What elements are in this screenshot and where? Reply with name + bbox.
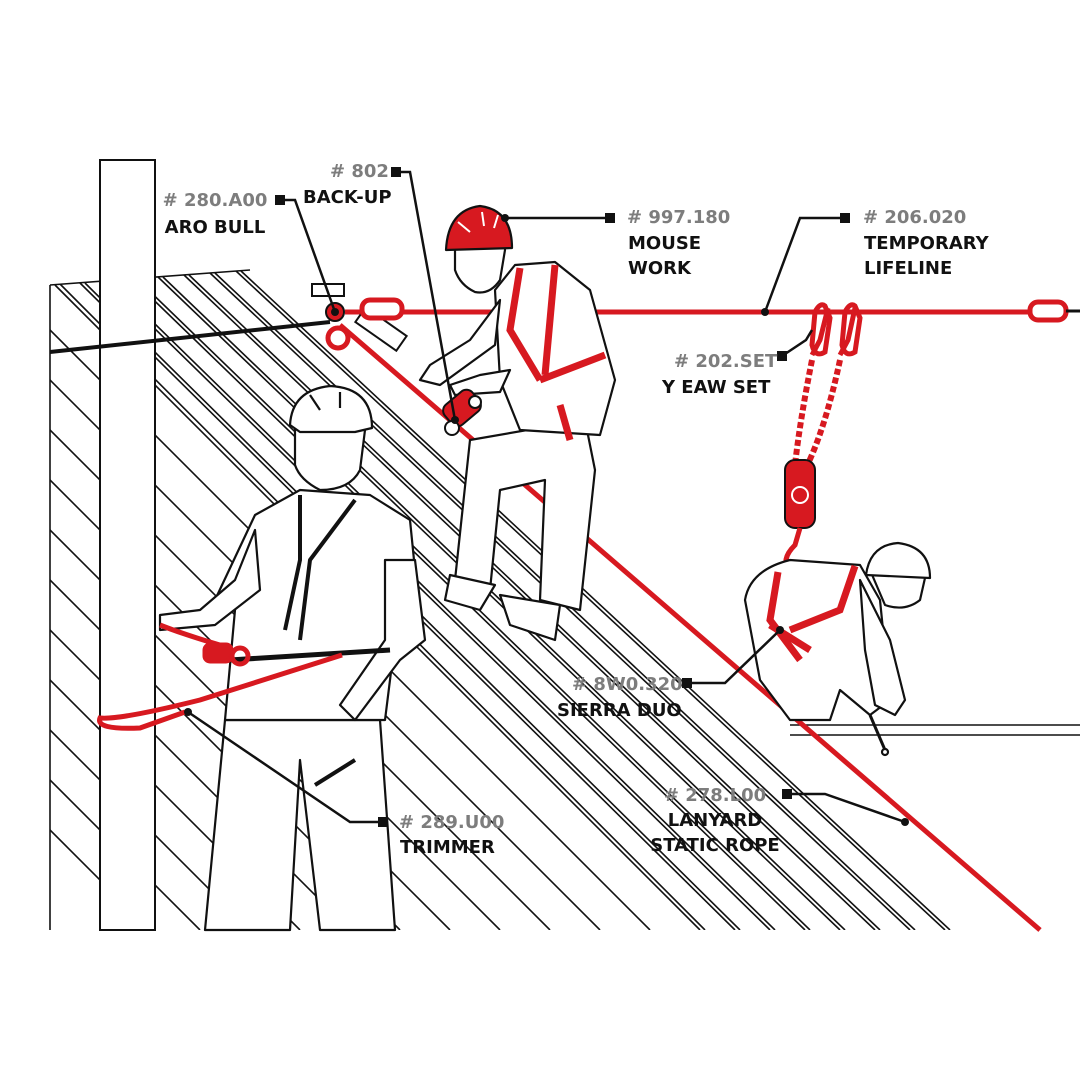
lanyard-static-rope-name-1: LANYARD: [667, 810, 763, 831]
black-cable: [49, 320, 331, 354]
worker-center: [418, 204, 617, 642]
trimmer-code: # 289.U00: [399, 812, 505, 833]
mouse-work-code: # 997.180: [627, 207, 731, 228]
aro-bull-name: ARO BULL: [164, 217, 266, 238]
harness-center: [506, 264, 607, 441]
vertical-pole: [99, 159, 156, 931]
callout-leaders: [187, 170, 906, 824]
anchor-right: [1027, 299, 1080, 323]
lanyard-static-rope-name-2: STATIC ROPE: [650, 835, 780, 856]
back-up-code: # 802: [330, 161, 389, 182]
y-eaw-set-code: # 202.SET: [674, 351, 778, 372]
sierra-duo-code: # 8W0.320: [572, 674, 683, 695]
temporary-lifeline-name-1: TEMPORARY: [864, 233, 989, 254]
aro-bull-code: # 280.A00: [162, 190, 268, 211]
lanyard-static-rope-code: # 278.L00: [663, 785, 767, 806]
worker-left: [158, 384, 427, 932]
mouse-work-name-1: MOUSE: [628, 233, 702, 254]
sierra-duo-name: SIERRA DUO: [557, 700, 682, 721]
aro-bull-anchor: [311, 283, 409, 353]
callout-markers: [184, 167, 909, 827]
temporary-lifeline-code: # 206.020: [863, 207, 967, 228]
trimmer-name: TRIMMER: [400, 837, 495, 858]
y-lanyard: [783, 302, 863, 572]
trimmer-lanyard: [97, 622, 343, 731]
mouse-work-name-2: WORK: [628, 258, 691, 279]
back-up-name: BACK-UP: [303, 187, 392, 208]
worker-right: [743, 541, 932, 757]
temporary-lifeline-name-2: LIFELINE: [864, 258, 953, 279]
y-eaw-set-name: Y EAW SET: [662, 377, 771, 398]
